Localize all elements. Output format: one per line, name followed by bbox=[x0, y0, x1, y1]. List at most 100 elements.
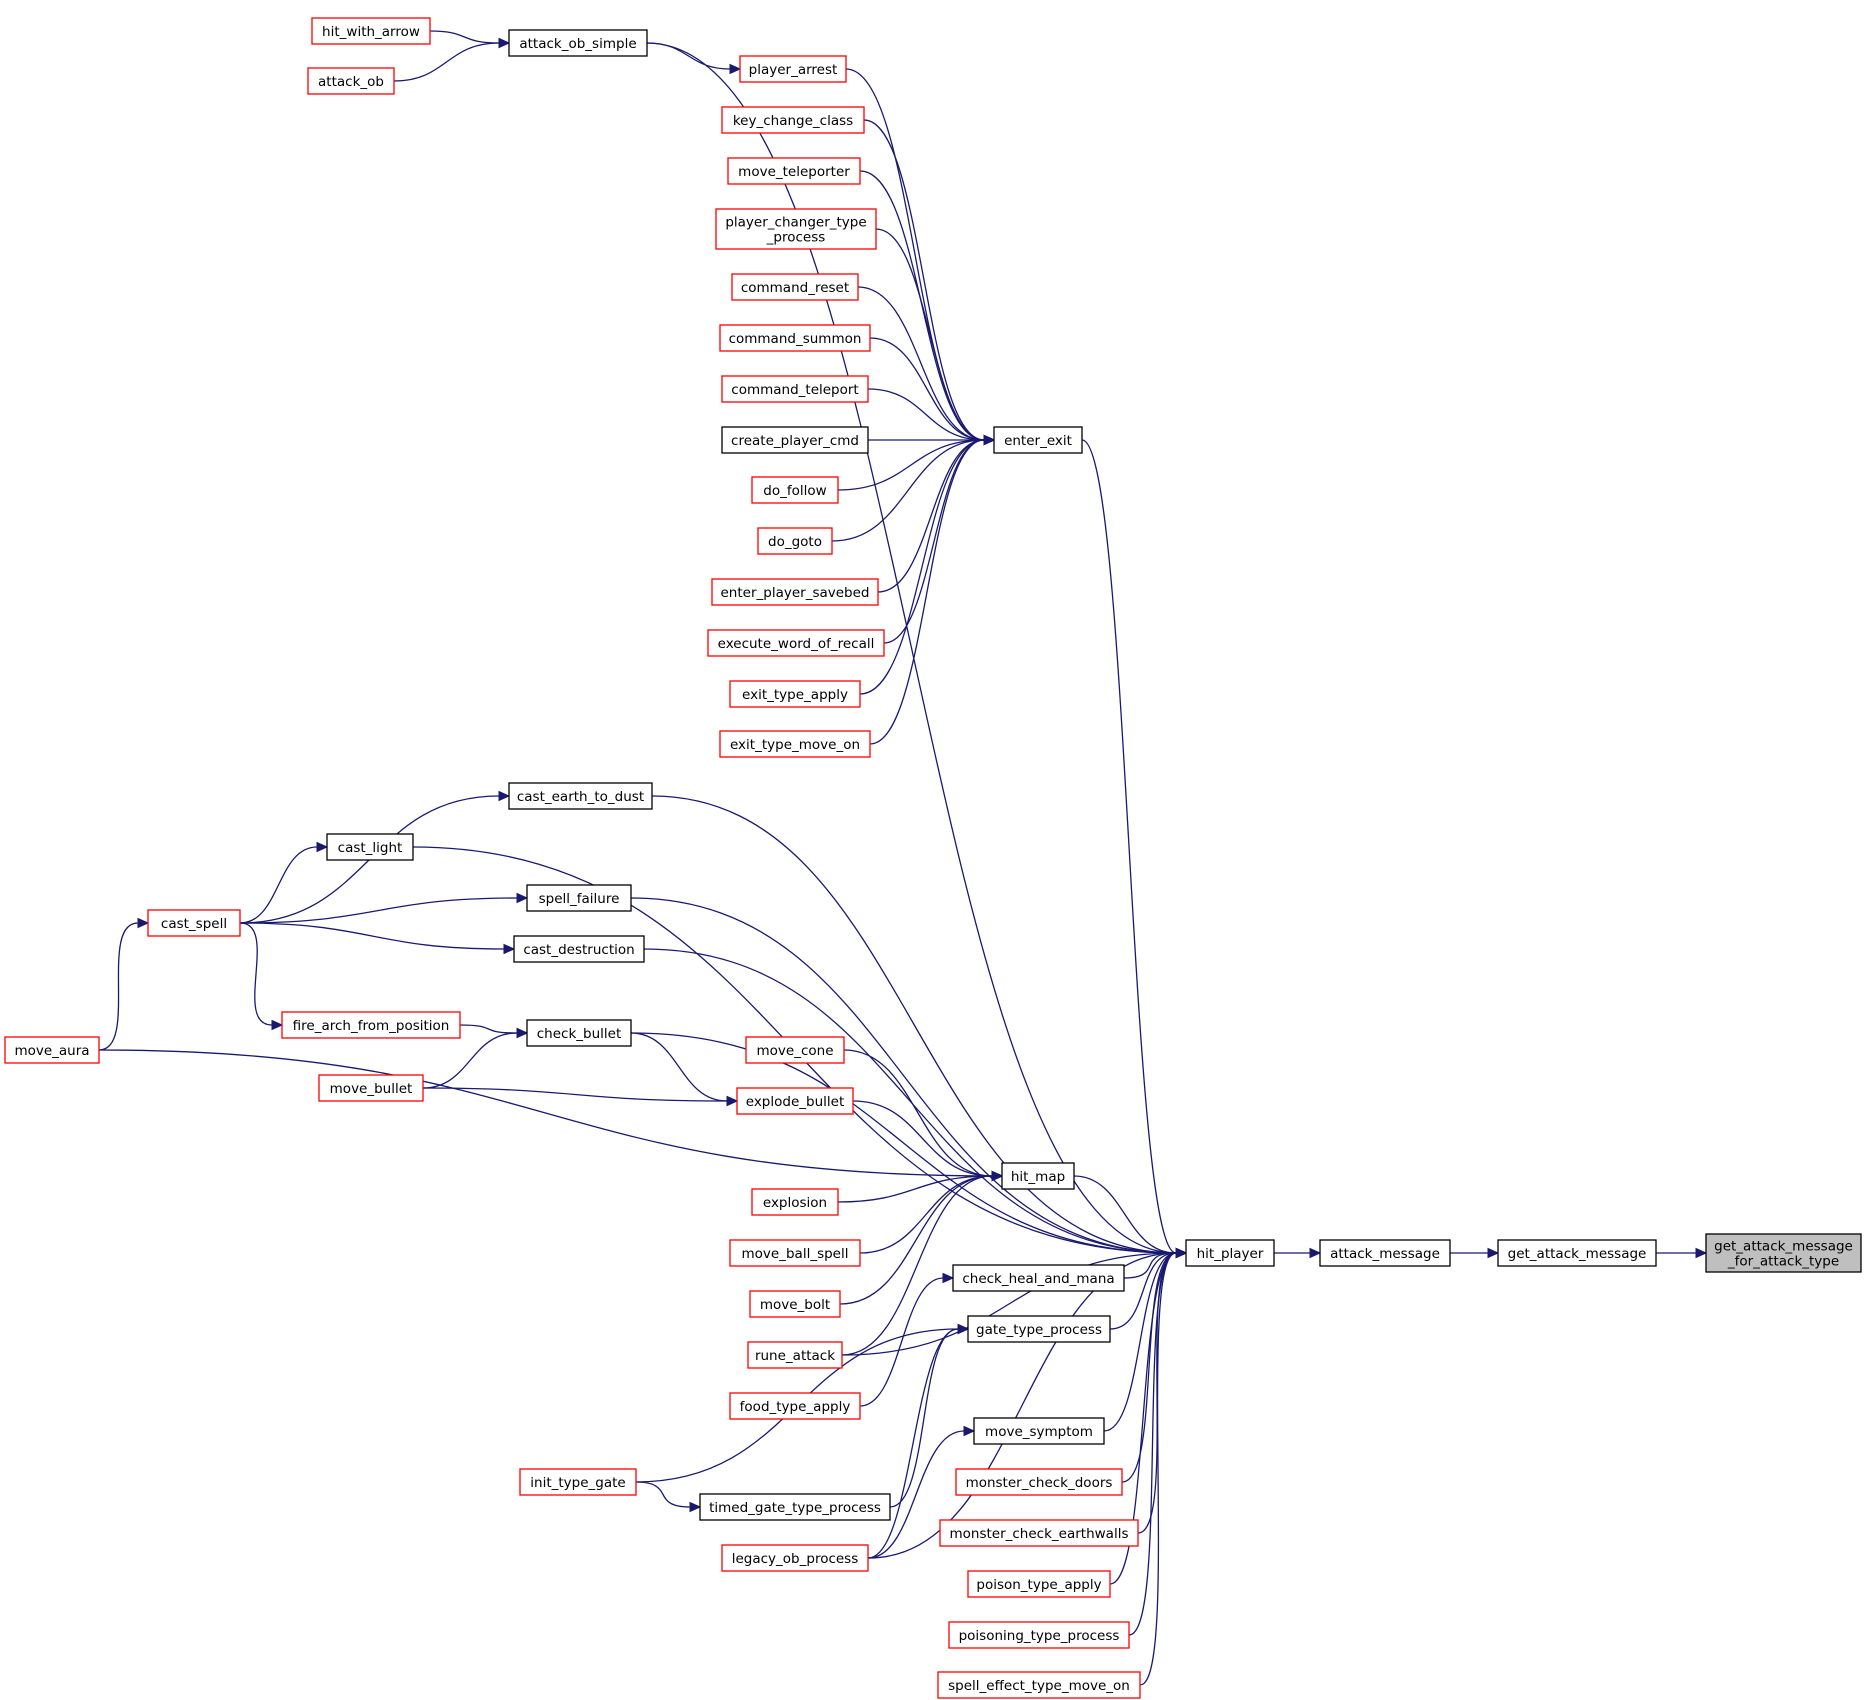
node-monster-check-doors[interactable]: monster_check_doors bbox=[955, 1468, 1123, 1496]
node-create-player-cmd[interactable]: create_player_cmd bbox=[721, 426, 869, 454]
arrow-head-icon bbox=[963, 1425, 976, 1437]
node-do-follow[interactable]: do_follow bbox=[751, 476, 839, 504]
node-rune-attack[interactable]: rune_attack bbox=[747, 1341, 843, 1369]
edge-line bbox=[630, 1032, 728, 1102]
node-enter-player-savebed[interactable]: enter_player_savebed bbox=[711, 578, 879, 606]
node-label: legacy_ob_process bbox=[732, 1551, 859, 1567]
node-attack-message[interactable]: attack_message bbox=[1319, 1239, 1451, 1267]
arrow-head-icon bbox=[137, 917, 150, 929]
node-check-heal-and-mana[interactable]: check_heal_and_mana bbox=[952, 1264, 1125, 1292]
node-label: command_summon bbox=[729, 331, 862, 347]
node-player-changer-type-process[interactable]: player_changer_type_process bbox=[715, 208, 877, 250]
node-execute-word-of-recall[interactable]: execute_word_of_recall bbox=[707, 629, 885, 657]
node-cast-earth-to-dust[interactable]: cast_earth_to_dust bbox=[508, 782, 653, 810]
node-box bbox=[727, 157, 861, 185]
node-fire-arch-from-position[interactable]: fire_arch_from_position bbox=[281, 1011, 461, 1039]
node-label: command_teleport bbox=[731, 382, 858, 398]
node-command-reset[interactable]: command_reset bbox=[731, 273, 859, 301]
node-label: execute_word_of_recall bbox=[718, 636, 875, 652]
node-monster-check-earthwalls[interactable]: monster_check_earthwalls bbox=[939, 1519, 1139, 1547]
edge-line bbox=[863, 119, 985, 441]
node-box bbox=[721, 106, 865, 134]
node-exit-type-apply[interactable]: exit_type_apply bbox=[729, 680, 861, 708]
edge-line bbox=[875, 228, 985, 441]
edge-move-aura-to-cast-spell bbox=[98, 917, 150, 1051]
node-player-arrest[interactable]: player_arrest bbox=[739, 55, 847, 83]
node-box bbox=[967, 1570, 1111, 1598]
edge-spell-effect-type-move-on-to-hit-player bbox=[1139, 1247, 1188, 1686]
edge-line bbox=[1139, 1252, 1177, 1686]
node-box bbox=[508, 782, 653, 810]
edge-line bbox=[1073, 1175, 1177, 1254]
edge-line bbox=[630, 897, 1177, 1254]
node-hit-with-arrow[interactable]: hit_with_arrow bbox=[311, 17, 431, 45]
node-label: fire_arch_from_position bbox=[293, 1018, 450, 1034]
node-move-bolt[interactable]: move_bolt bbox=[749, 1290, 841, 1318]
node-move-ball-spell[interactable]: move_ball_spell bbox=[729, 1239, 861, 1267]
edge-line bbox=[883, 439, 985, 644]
node-spell-failure[interactable]: spell_failure bbox=[526, 884, 632, 912]
node-hit-player[interactable]: hit_player bbox=[1185, 1239, 1275, 1267]
node-box bbox=[4, 1036, 100, 1064]
node-command-teleport[interactable]: command_teleport bbox=[721, 375, 869, 403]
node-label: food_type_apply bbox=[740, 1399, 851, 1415]
node-explosion[interactable]: explosion bbox=[751, 1188, 839, 1216]
edge-hit-player-to-attack-message bbox=[1273, 1247, 1322, 1259]
node-label: move_ball_spell bbox=[742, 1246, 849, 1262]
node-move-cone[interactable]: move_cone bbox=[745, 1036, 845, 1064]
node-do-goto[interactable]: do_goto bbox=[757, 527, 833, 555]
node-attack-ob-simple[interactable]: attack_ob_simple bbox=[508, 29, 648, 57]
node-box bbox=[967, 1315, 1111, 1343]
node-gate-type-process[interactable]: gate_type_process bbox=[967, 1315, 1111, 1343]
node-cast-spell[interactable]: cast_spell bbox=[147, 909, 241, 937]
edge-explode-bullet-to-hit-map bbox=[852, 1100, 1004, 1182]
edge-move-bullet-to-explode-bullet bbox=[422, 1087, 739, 1107]
node-poisoning-type-process[interactable]: poisoning_type_process bbox=[948, 1621, 1130, 1649]
node-box bbox=[757, 527, 833, 555]
node-exit-type-move-on[interactable]: exit_type_move_on bbox=[719, 730, 871, 758]
node-key-change-class[interactable]: key_change_class bbox=[721, 106, 865, 134]
node-check-bullet[interactable]: check_bullet bbox=[526, 1019, 632, 1047]
node-explode-bullet[interactable]: explode_bullet bbox=[736, 1087, 854, 1115]
edge-line bbox=[1121, 1252, 1177, 1483]
node-box bbox=[1185, 1239, 1275, 1267]
node-box bbox=[508, 29, 648, 57]
node-food-type-apply[interactable]: food_type_apply bbox=[729, 1392, 861, 1420]
node-poison-type-apply[interactable]: poison_type_apply bbox=[967, 1570, 1111, 1598]
arrow-head-icon bbox=[957, 1323, 970, 1335]
edge-attack-ob-to-attack-ob-simple bbox=[393, 37, 511, 82]
edge-spell-failure-to-hit-player bbox=[630, 897, 1188, 1259]
node-command-summon[interactable]: command_summon bbox=[719, 324, 871, 352]
edge-move-teleporter-to-enter-exit bbox=[859, 170, 996, 446]
edge-line bbox=[635, 1481, 691, 1508]
node-box bbox=[952, 1264, 1125, 1292]
node-get-attack-message[interactable]: get_attack_message bbox=[1497, 1239, 1657, 1267]
edge-line bbox=[1109, 1252, 1177, 1330]
node-move-aura[interactable]: move_aura bbox=[4, 1036, 100, 1064]
node-legacy-ob-process[interactable]: legacy_ob_process bbox=[721, 1544, 869, 1572]
node-label: hit_map bbox=[1011, 1169, 1065, 1185]
node-move-bullet[interactable]: move_bullet bbox=[318, 1074, 424, 1102]
node-spell-effect-type-move-on[interactable]: spell_effect_type_move_on bbox=[937, 1671, 1141, 1699]
node-box bbox=[939, 1519, 1139, 1547]
node-hit-map[interactable]: hit_map bbox=[1001, 1162, 1075, 1190]
node-label: attack_ob_simple bbox=[519, 36, 636, 52]
node-get-attack-message-for-attack-type[interactable]: get_attack_message_for_attack_type bbox=[1705, 1233, 1862, 1273]
node-cast-light[interactable]: cast_light bbox=[326, 833, 414, 861]
edge-food-type-apply-to-check-heal-and-mana bbox=[859, 1272, 955, 1407]
edge-hit-with-arrow-to-attack-ob-simple bbox=[429, 30, 511, 49]
node-move-symptom[interactable]: move_symptom bbox=[973, 1417, 1105, 1445]
node-attack-ob[interactable]: attack_ob bbox=[307, 67, 395, 95]
node-timed-gate-type-process[interactable]: timed_gate_type_process bbox=[699, 1493, 891, 1521]
node-move-teleporter[interactable]: move_teleporter bbox=[727, 157, 861, 185]
node-enter-exit[interactable]: enter_exit bbox=[993, 426, 1083, 454]
node-label: player_changer_type bbox=[725, 215, 866, 231]
edge-line bbox=[239, 897, 518, 924]
node-label: command_reset bbox=[741, 280, 849, 296]
node-cast-destruction[interactable]: cast_destruction bbox=[513, 935, 645, 963]
edge-line bbox=[1103, 1252, 1177, 1432]
node-box bbox=[526, 884, 632, 912]
node-label: key_change_class bbox=[733, 113, 853, 129]
node-init-type-gate[interactable]: init_type_gate bbox=[519, 1468, 637, 1496]
